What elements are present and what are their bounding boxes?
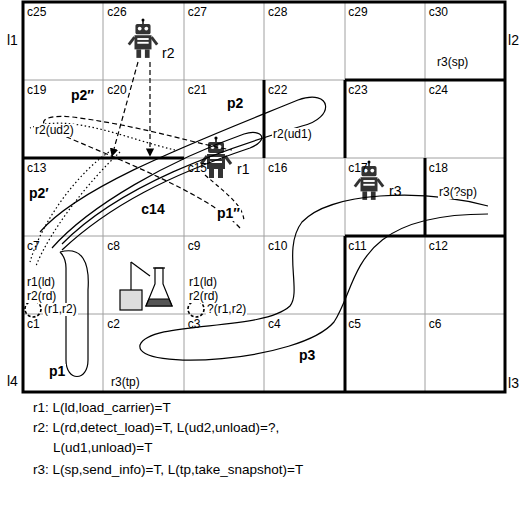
robot-icon (129, 19, 157, 58)
path-label: p1″ (216, 206, 241, 221)
action-label: r3(sp) (436, 56, 469, 69)
action-label: r3(tp) (110, 376, 141, 389)
grid-cell: c25 (23, 2, 103, 80)
lab-equipment (120, 262, 172, 310)
grid-cell: c29 (344, 2, 424, 80)
cell-name: c13 (25, 161, 48, 176)
cell-name: c1 (25, 317, 42, 332)
grid-cell: c11 (344, 236, 424, 314)
cell-name: c18 (427, 161, 450, 176)
grid-cell: c12 (425, 236, 505, 314)
grid-cell: c24 (425, 80, 505, 158)
location-label: l3 (507, 376, 520, 391)
grid-cell: c14 (103, 158, 183, 236)
grid-cell: c1 (23, 314, 103, 392)
cell-name: c12 (427, 239, 450, 254)
cell-name: c15 (186, 161, 209, 176)
cell-name: c8 (105, 239, 122, 254)
path-label: p3 (298, 348, 316, 363)
cell-name: c2 (105, 317, 122, 332)
cell-name: c6 (427, 317, 444, 332)
grid-cell: c23 (344, 80, 424, 158)
cell-name: c22 (266, 83, 289, 98)
cell-name: c19 (25, 83, 48, 98)
cell-name: c29 (346, 5, 369, 20)
cell-name: c21 (186, 83, 209, 98)
note-text: r1: L(ld,load_carrier)=T (32, 400, 172, 416)
cell-name: c5 (346, 317, 363, 332)
action-label: r1(ld) (26, 276, 56, 289)
cell-name: c25 (25, 5, 48, 20)
location-label: l4 (6, 374, 19, 389)
action-label: r2(rd) (188, 290, 219, 303)
grid-cell: c16 (264, 158, 344, 236)
cell-name: c9 (186, 239, 203, 254)
action-label: (r1,r2) (43, 303, 78, 316)
cell-name: c30 (427, 5, 450, 20)
grid-cell: c17 (344, 158, 424, 236)
grid-cell: c10 (264, 236, 344, 314)
grid-cell: c15 (184, 158, 264, 236)
cell-name: c10 (266, 239, 289, 254)
grid-cell: c5 (344, 314, 424, 392)
grid-cell: c27 (184, 2, 264, 80)
grid-cell: c26 (103, 2, 183, 80)
note-text: r3: L(sp,send_info)=T, L(tp,take_snapsho… (32, 462, 304, 478)
grid-cell: c28 (264, 2, 344, 80)
robot-paths (25, 62, 488, 377)
grid-cell: c21 (184, 80, 264, 158)
action-label: r2(ud1) (272, 128, 313, 141)
robot-label: r2 (161, 46, 175, 61)
path-label: p2″ (70, 88, 95, 103)
cell-name: c7 (25, 239, 42, 254)
grid-cell: c8 (103, 236, 183, 314)
cell-name: c26 (105, 5, 128, 20)
grid-cell: c6 (425, 314, 505, 392)
cell-name: c11 (346, 239, 368, 254)
cell-name: c28 (266, 5, 289, 20)
grid-cell: c3 (184, 314, 264, 392)
action-label: r2(ud2) (34, 124, 75, 137)
action-label: ?(r1,r2) (206, 303, 247, 316)
location-label: l1 (6, 33, 19, 48)
path-label: p2′ (28, 186, 50, 201)
grid-lines (23, 2, 505, 392)
robot-label: r3 (388, 184, 402, 199)
note-text: L(ud1,unload)=T (52, 440, 153, 456)
robot-label: r1 (236, 162, 250, 177)
grid-cell: c22 (264, 80, 344, 158)
path-label: p2 (226, 96, 244, 111)
cell-name: c4 (266, 317, 283, 332)
cell-name: c27 (186, 5, 209, 20)
cell-name: c3 (186, 317, 203, 332)
cell-name: c23 (346, 83, 369, 98)
action-label: r3(?sp) (438, 186, 478, 199)
action-label: r1(ld) (188, 276, 218, 289)
cell-name: c20 (105, 83, 128, 98)
action-label: r2(rd) (26, 290, 57, 303)
cell-name: c14 (139, 202, 166, 217)
cell-name: c17 (346, 161, 369, 176)
location-label: l2 (507, 33, 520, 48)
path-label: p1 (48, 364, 66, 379)
walls (23, 2, 505, 392)
note-text: r2: L(rd,detect_load)=T, L(ud2,unload)=?… (32, 420, 280, 436)
cell-name: c24 (427, 83, 450, 98)
cell-name: c16 (266, 161, 289, 176)
grid-cell: c20 (103, 80, 183, 158)
